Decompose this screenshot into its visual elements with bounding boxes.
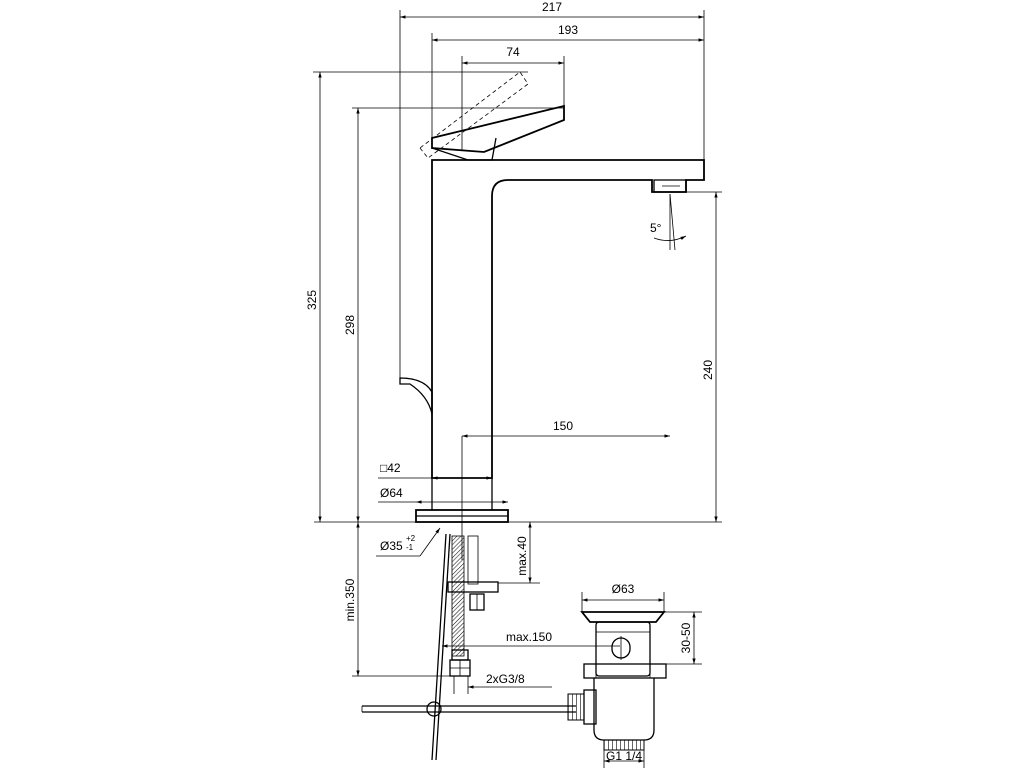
waste-thread-label: G1 1/4 [606,749,642,763]
dimension-drain-range: 30-50 [664,611,702,665]
mounting-assembly [447,535,499,677]
lever-open-outline [419,71,529,159]
spout-projection-label: 150 [553,419,573,433]
dimension-lever-height: 298 [343,107,564,522]
dimension-lever-width: 74 [461,45,565,150]
dimension-spout-angle: 5° [650,193,687,251]
hole-diameter-label: Ø35 [380,539,403,553]
waste-drain [567,611,667,751]
lever-handle [431,104,565,161]
dimension-body-square: □42 [378,461,492,480]
connection-label: 2xG3/8 [486,672,525,686]
spout-reach-label: 193 [558,23,578,37]
faucet-body [399,159,705,523]
dimension-waste-thread: G1 1/4 [603,749,645,768]
dimension-spout-projection: 150 [461,419,670,560]
drain-range-label: 30-50 [679,622,693,653]
lever-width-label: 74 [506,45,520,59]
body-square-label: □42 [380,461,401,475]
dimension-rod-length: max.150 [442,630,620,648]
max-deck-label: max.40 [515,536,529,576]
dimension-connection: 2xG3/8 [453,672,552,694]
dimension-spout-reach: 193 [431,23,704,138]
drain-diameter-label: Ø63 [612,582,635,596]
dimension-min-hose: min.350 [343,522,460,677]
min-hose-label: min.350 [343,578,357,621]
dimension-spout-height: 240 [686,191,722,522]
overall-height-label: 325 [305,290,319,310]
pull-rod [361,533,576,761]
base-diameter-label: Ø64 [380,486,403,500]
dimension-overall-width: 217 [399,0,705,378]
dimension-hole-diameter: Ø35 +2 -1 [376,527,441,557]
hole-tolerance-lower: -1 [406,543,414,552]
dimension-drain-diameter: Ø63 [581,582,665,612]
dimension-base-diameter: Ø64 [378,486,508,504]
rod-length-label: max.150 [506,630,552,644]
hole-tolerance-upper: +2 [406,534,416,543]
overall-width-label: 217 [542,0,562,14]
spout-height-label: 240 [701,360,715,380]
spout-angle-label: 5° [650,221,662,235]
lever-height-label: 298 [343,315,357,335]
dimension-overall-height: 325 [305,71,528,522]
dimension-max-deck: max.40 [498,522,540,584]
